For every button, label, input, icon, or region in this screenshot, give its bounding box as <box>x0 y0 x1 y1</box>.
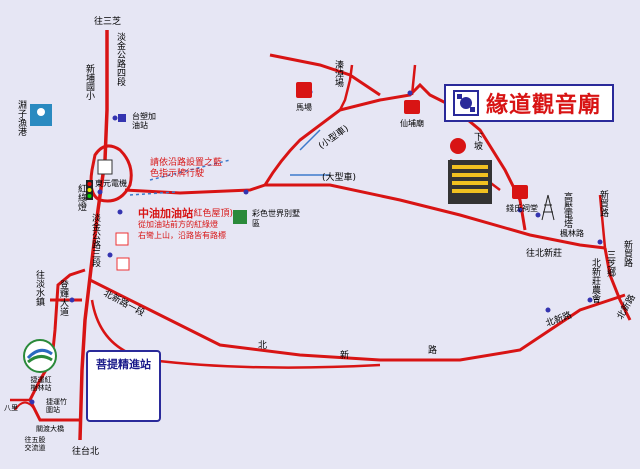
label-fenglin: 楓林路 <box>560 229 584 238</box>
guide-arrow <box>129 191 176 196</box>
horse-field-icon <box>296 82 312 98</box>
label-wugu: 往五股交流道 <box>24 436 46 452</box>
label-to-beixinzhuang: 往北新莊 <box>526 249 563 259</box>
ancestral-hall-icon <box>512 185 528 199</box>
label-sanzhi-town: 三芝鄉 <box>605 250 615 277</box>
chunzhu-road <box>338 64 354 111</box>
small-car-arrow <box>299 129 321 151</box>
label-xinpu: 新埔國小 <box>84 64 94 100</box>
label-xiabo: 下坡 <box>472 132 482 150</box>
seven-eleven-icon <box>115 232 129 246</box>
zhongyou-note-2: 右彎上山，沿路皆有路標 <box>138 231 226 240</box>
denghui-road <box>50 268 86 361</box>
label-fengs-house: 錢氏祠堂 <box>506 204 538 213</box>
east-end <box>603 247 632 321</box>
seven-eleven-icon <box>116 257 130 271</box>
danjin-road <box>78 30 109 441</box>
label-horse-field: 馬場 <box>296 103 312 112</box>
label-harbor: 淵子漁港 <box>16 100 26 136</box>
label-beixin-char-1: 北 <box>258 341 268 351</box>
roundabout <box>89 144 133 203</box>
label-power-tower: 高壓電塔 <box>562 192 572 228</box>
label-dongyuan: 東元電機 <box>95 179 127 188</box>
temple-icon <box>404 100 420 114</box>
title-box: 緣道觀音廟 <box>444 84 614 122</box>
dongyuan-icon <box>97 159 113 175</box>
big-car-road <box>265 183 606 250</box>
guide-arrow <box>149 159 231 181</box>
label-beixin-char-2: 新 <box>340 351 350 361</box>
label-to-taipei: 往台北 <box>72 447 100 457</box>
label-bali: 八里 <box>4 404 18 412</box>
bus-station-label: 菩提精進站 <box>96 358 151 371</box>
harbor-icon <box>30 104 52 126</box>
label-to-sanzhi: 往三芝 <box>94 17 122 27</box>
temple-logo-icon <box>453 90 479 116</box>
beixin-road <box>89 278 626 362</box>
label-denghui: 登輝大道 <box>58 280 68 316</box>
beixin-lower <box>90 299 381 369</box>
label-traffic-light: 紅綠燈 <box>76 184 86 211</box>
label-zhongyou: 中油加油站 <box>138 207 193 220</box>
xinmao-road <box>598 194 607 249</box>
label-xianwu: 仙埔廟 <box>400 119 424 128</box>
page-title: 緣道觀音廟 <box>486 93 602 118</box>
mrt-logo <box>23 339 57 373</box>
temple-marker <box>450 138 466 154</box>
label-danjin-4: 淡金公路四段 <box>115 32 125 86</box>
label-xinmao-2: 新貿路 <box>622 240 632 267</box>
label-danjin-3: 淡金公路三段 <box>90 213 100 267</box>
east-road <box>124 183 266 195</box>
label-taisu: 台塑加油站 <box>132 112 156 130</box>
label-xinmao: 新貿路 <box>598 190 608 217</box>
temple-building-image <box>448 160 492 204</box>
bridge-arc <box>14 401 36 411</box>
label-chunzhu: 溱淖場 <box>333 60 343 87</box>
taisu-icon <box>118 114 126 122</box>
label-big-car: (大型車) <box>322 173 357 183</box>
colorful-world-icon <box>233 210 247 224</box>
bus-station-box: 菩提精進站 <box>86 350 161 422</box>
north-road <box>269 53 381 97</box>
traffic-light-icon <box>86 180 93 200</box>
xianwu-road <box>410 64 417 96</box>
zhongyou-note-1: 從加油站前方的紅綠燈 <box>138 220 218 229</box>
follow-signs-note: 請依沿路設置之藍色指示牌行駛 <box>150 158 223 179</box>
power-tower-icon <box>541 194 555 221</box>
label-zhongyou-red: (紅色屋頂) <box>190 209 234 219</box>
label-guandu: 關渡大橋 <box>36 425 64 433</box>
label-to-danshui: 往淡水鎮 <box>34 270 44 306</box>
label-mrt-hongshulin: 捷運紅樹林站 <box>30 376 52 392</box>
label-beixin-char-3: 路 <box>428 346 438 356</box>
label-mrt-zhuwei: 捷運竹圍站 <box>46 398 67 414</box>
label-colorful-world: 彩色世界別墅區 <box>252 209 300 228</box>
label-beixin-farm: 北新莊農會 <box>590 258 600 303</box>
